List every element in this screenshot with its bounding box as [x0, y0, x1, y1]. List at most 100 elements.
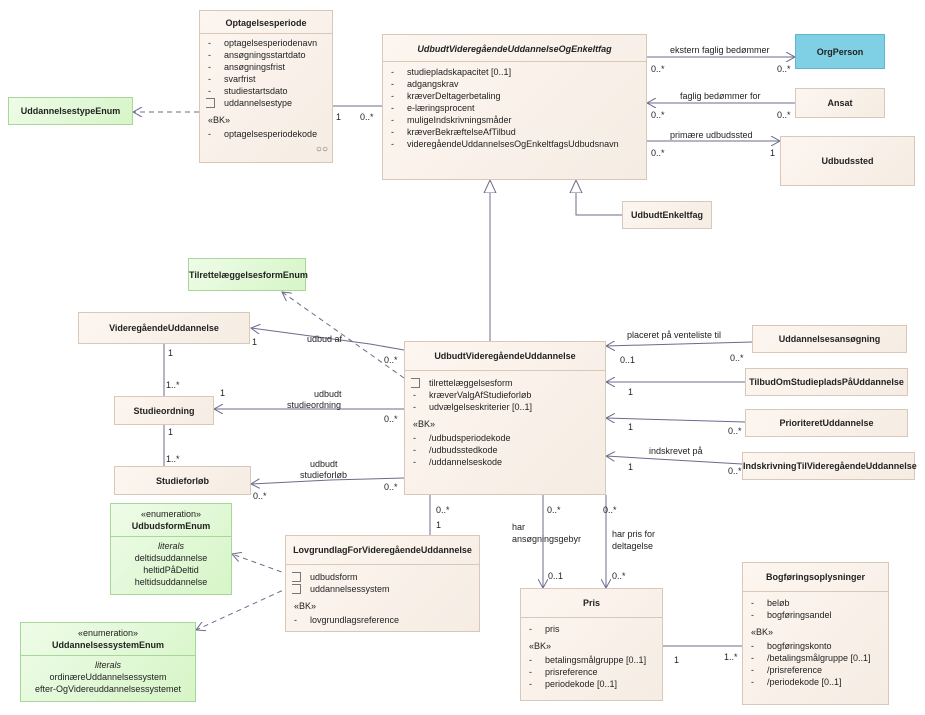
- attribute: uddannelsestype: [200, 97, 332, 109]
- class-title: Studieordning: [133, 405, 195, 416]
- attribute: -periodekode [0..1]: [529, 679, 618, 689]
- edge-label: har: [512, 522, 526, 532]
- class-studieforloeb[interactable]: Studieforløb: [114, 466, 251, 495]
- class-uddannelsessystem-enum[interactable]: «enumeration» UddannelsessystemEnum lite…: [20, 622, 196, 702]
- attribute-list: -studiepladskapacitet [0..1] -adgangskra…: [383, 62, 646, 153]
- stereotype: «enumeration»: [77, 628, 139, 638]
- class-ansat[interactable]: Ansat: [795, 88, 885, 118]
- attribute-list: udbudsform uddannelsessystem: [286, 565, 479, 598]
- class-videregaaende-uddannelse[interactable]: VideregåendeUddannelse: [78, 312, 250, 344]
- class-udbudt-enkeltfag[interactable]: UdbudtEnkeltfag: [622, 201, 712, 229]
- class-lovgrundlag[interactable]: LovgrundlagForVideregåendeUddannelse udb…: [285, 535, 480, 632]
- attribute-list: tilrettelæggelsesform -kræverValgAfStudi…: [405, 371, 605, 416]
- multiplicity: 0..*: [777, 64, 791, 74]
- attribute: -/betalingsmålgruppe [0..1]: [751, 653, 871, 663]
- edge-label: ansøgningsgebyr: [512, 534, 582, 544]
- bk-stereotype: «BK»: [529, 641, 552, 651]
- edge-label: ekstern faglig bedømmer: [670, 45, 770, 55]
- attribute: -prisreference: [529, 667, 598, 677]
- class-prioriteret-uddannelse[interactable]: PrioriteretUddannelse: [745, 409, 908, 437]
- edge-label: udbudt: [310, 459, 338, 469]
- multiplicity: 1: [436, 520, 442, 530]
- class-udbudsform-enum[interactable]: «enumeration» UdbudsformEnum literals de…: [110, 503, 232, 595]
- class-pris[interactable]: Pris -pris «BK» -betalingsmålgruppe [0..…: [520, 588, 663, 701]
- edge-label: faglig bedømmer for: [680, 91, 761, 101]
- class-title: Udbudssted: [821, 156, 874, 166]
- bk-stereotype: «BK»: [208, 115, 231, 125]
- class-title: TilbudOmStudiepladsPåUddannelse: [749, 377, 904, 387]
- attribute: -beløb: [751, 598, 790, 608]
- multiplicity: 1: [628, 387, 634, 397]
- class-title: UdbudtVideregåendeUddannelseOgEnkeltfag: [417, 44, 612, 54]
- attribute-list: -optagelsesperiodenavn -ansøgningsstartd…: [200, 34, 332, 112]
- class-title: Studieforløb: [156, 475, 209, 486]
- attribute: -studiestartsdato: [208, 86, 288, 96]
- edge-label: placeret på venteliste til: [627, 330, 722, 340]
- literal: heltidsuddannelse: [134, 577, 208, 587]
- multiplicity: 1..*: [166, 454, 180, 464]
- attribute-list: -beløb -bogføringsandel: [743, 592, 888, 624]
- multiplicity: 0..*: [436, 505, 450, 515]
- attribute: -kræverDeltagerbetaling: [391, 91, 501, 101]
- class-uddannelsesansoegning[interactable]: Uddannelsesansøgning: [752, 325, 907, 353]
- edge-label: studieforløb: [300, 470, 348, 480]
- attribute: -videregåendeUddannelsesOgEnkeltfagsUdbu…: [391, 139, 619, 149]
- attribute: -muligeIndskrivningsmåder: [391, 115, 512, 125]
- edge-indskrevet: [606, 456, 743, 465]
- class-udbudt-vu-og-enkeltfag[interactable]: UdbudtVideregåendeUddannelseOgEnkeltfag …: [382, 34, 647, 180]
- bk-stereotype: «BK»: [413, 419, 436, 429]
- attribute: -bogføringsandel: [751, 610, 832, 620]
- edge-label: deltagelse: [612, 541, 654, 551]
- class-studieordning[interactable]: Studieordning: [114, 396, 214, 425]
- attribute: -udvælgelseskriterier [0..1]: [413, 402, 533, 412]
- attribute: -lovgrundlagsreference: [294, 615, 400, 625]
- class-title: Pris: [582, 598, 600, 608]
- edge-udbud-af: [251, 328, 405, 351]
- attribute: -betalingsmålgruppe [0..1]: [529, 655, 647, 665]
- multiplicity: 1: [220, 388, 226, 398]
- class-udbudt-vu[interactable]: UdbudtVideregåendeUddannelse tilrettelæg…: [404, 341, 606, 495]
- class-tilrettelaeggelsesform-enum[interactable]: TilrettelæggelsesformEnum: [188, 258, 308, 291]
- edge-ansoegning: [606, 342, 753, 346]
- class-title: Ansat: [827, 98, 853, 108]
- bk-attribute-list: -optagelsesperiodekode: [200, 128, 332, 143]
- class-udbudssted[interactable]: Udbudssted: [780, 136, 915, 186]
- class-title: VideregåendeUddannelse: [109, 323, 219, 333]
- attribute: -optagelsesperiodekode: [208, 129, 318, 139]
- edge-prioriteret: [606, 418, 746, 422]
- multiplicity: 1: [252, 337, 258, 347]
- class-title: Bogføringsoplysninger: [766, 572, 865, 582]
- literal: deltidsuddannelse: [134, 553, 208, 563]
- class-title: UddannelsestypeEnum: [20, 106, 121, 116]
- multiplicity: 1: [336, 112, 342, 122]
- class-uddannelsestype-enum[interactable]: UddannelsestypeEnum: [8, 97, 133, 125]
- multiplicity: 0..*: [777, 110, 791, 120]
- attribute: -/udbudsperiodekode: [413, 433, 511, 443]
- edge-label: indskrevet på: [649, 446, 703, 456]
- bk-attribute-list: -betalingsmålgruppe [0..1] -prisreferenc…: [521, 654, 662, 693]
- bk-attribute-list: -lovgrundlagsreference: [286, 614, 479, 629]
- attribute: uddannelsessystem: [286, 583, 479, 595]
- class-bogfoeringsoplysninger[interactable]: Bogføringsoplysninger -beløb -bogførings…: [742, 562, 889, 705]
- stereotype: «enumeration»: [140, 509, 202, 519]
- class-tilbud-studieplads[interactable]: TilbudOmStudiepladsPåUddannelse: [745, 368, 908, 396]
- multiplicity: 0..*: [651, 148, 665, 158]
- attribute: -kræverBekræftelseAfTilbud: [391, 127, 516, 137]
- class-optagelsesperiode[interactable]: Optagelsesperiode -optagelsesperiodenavn…: [199, 10, 333, 163]
- bk-attribute-list: -bogføringskonto -/betalingsmålgruppe [0…: [743, 640, 888, 691]
- attribute: -svarfrist: [208, 74, 256, 84]
- literal: ordinæreUddannelsessystem: [49, 672, 167, 682]
- class-orgperson[interactable]: OrgPerson: [795, 34, 885, 69]
- class-title: UdbudtEnkeltfag: [631, 210, 703, 220]
- multiplicity: 0..*: [253, 491, 267, 501]
- attribute-list: -pris: [521, 618, 662, 638]
- class-indskrivning[interactable]: IndskrivningTilVideregåendeUddannelse: [742, 452, 917, 480]
- edge-gen-enkeltfag: [576, 180, 622, 216]
- multiplicity: 0..*: [384, 355, 398, 365]
- multiplicity: 0..1: [548, 571, 564, 581]
- class-title: UddannelsessystemEnum: [51, 640, 165, 650]
- attribute: tilrettelæggelsesform: [405, 377, 605, 389]
- class-title: UdbudsformEnum: [131, 521, 211, 531]
- class-title: UdbudtVideregåendeUddannelse: [434, 351, 576, 361]
